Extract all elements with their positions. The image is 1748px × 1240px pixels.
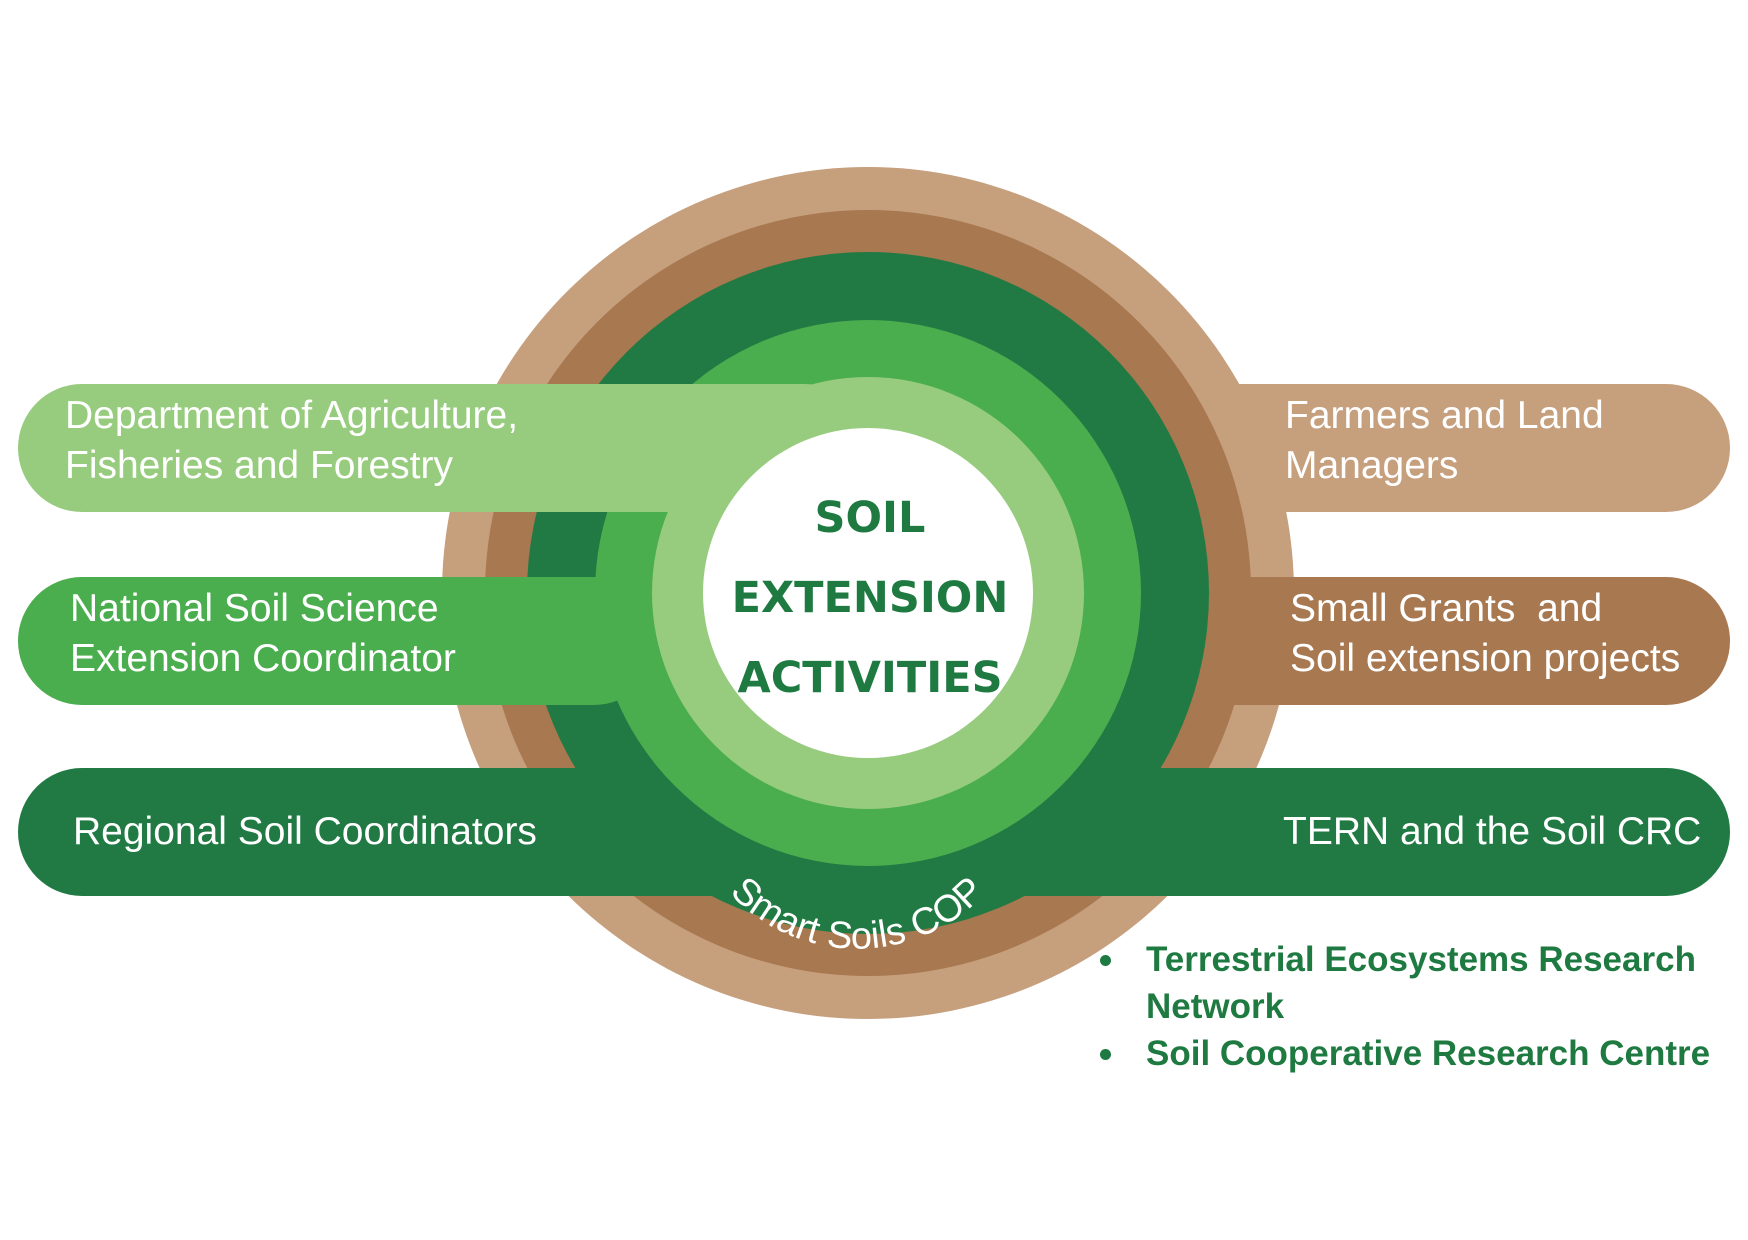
- label-farmers-line2: Managers: [1285, 444, 1459, 487]
- label-small-grants-line2: Soil extension projects: [1290, 637, 1681, 680]
- tern-crc-bullets: Terrestrial Ecosystems Research Network …: [1098, 936, 1710, 1077]
- label-small-grants: Small Grants and Soil extension projects: [1290, 584, 1680, 684]
- label-national-coordinator: National Soil Science Extension Coordina…: [70, 584, 456, 684]
- center-title: SOIL EXTENSION ACTIVITIES: [700, 478, 1040, 718]
- label-department-line1: Department of Agriculture,: [65, 394, 519, 437]
- bullet-item: Soil Cooperative Research Centre: [1098, 1030, 1710, 1077]
- label-small-grants-line1: Small Grants and: [1290, 587, 1603, 630]
- center-title-line2: EXTENSION: [731, 573, 1009, 623]
- bar-small-grants: [1110, 577, 1730, 705]
- bar-farmers: [1100, 384, 1730, 512]
- label-farmers-line1: Farmers and Land: [1285, 394, 1604, 437]
- label-regional: Regional Soil Coordinators: [73, 810, 537, 853]
- label-department-line2: Fisheries and Forestry: [65, 444, 453, 487]
- bullet-text: Terrestrial Ecosystems Research: [1146, 940, 1696, 979]
- center-title-line3: ACTIVITIES: [737, 653, 1003, 703]
- center-title-line1: SOIL: [814, 493, 926, 543]
- center-circle: [703, 428, 1033, 758]
- label-national-line2: Extension Coordinator: [70, 637, 456, 680]
- bullet-item: Terrestrial Ecosystems Research Network: [1098, 936, 1710, 1030]
- bullet-text-continued: Network: [1146, 987, 1285, 1026]
- bar-department: [18, 384, 868, 512]
- bullet-text: Soil Cooperative Research Centre: [1146, 1034, 1711, 1073]
- label-department: Department of Agriculture, Fisheries and…: [65, 391, 518, 491]
- label-farmers: Farmers and Land Managers: [1285, 391, 1604, 491]
- label-tern: TERN and the Soil CRC: [1283, 810, 1702, 853]
- label-national-line1: National Soil Science: [70, 587, 439, 630]
- bar-national-coordinator: [18, 577, 658, 705]
